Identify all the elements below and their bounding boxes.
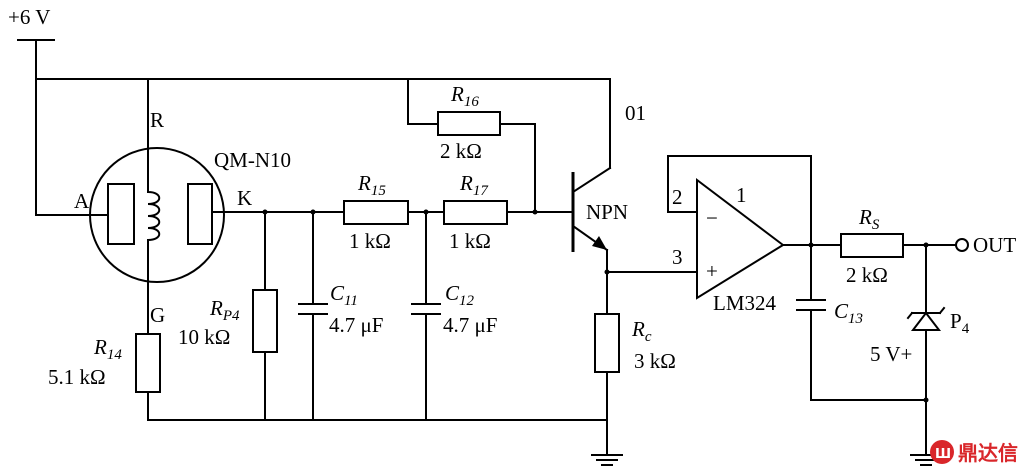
sensor-qm-n10	[89, 147, 225, 283]
watermark-logo-icon	[930, 440, 954, 464]
opamp-plus-sign: +	[706, 259, 718, 283]
node-01-label: 01	[625, 101, 646, 125]
opamp-pin3-label: 3	[672, 245, 683, 269]
capacitor-c11	[298, 303, 328, 315]
r16-value: 2 kΩ	[440, 139, 482, 163]
pin-a-label: A	[74, 189, 90, 213]
rp4-label: RP4	[209, 296, 240, 324]
junction-dots	[262, 209, 929, 403]
r14-label: R14	[93, 335, 122, 363]
c13-label: C13	[834, 299, 863, 327]
opamp-triangle	[696, 177, 785, 300]
rp4-value: 10 kΩ	[178, 325, 230, 349]
sensor-heater-coil	[147, 181, 161, 251]
resistor-r15	[343, 200, 409, 225]
rc-value: 3 kΩ	[634, 349, 676, 373]
resistor-r14	[135, 333, 161, 393]
resistor-r17	[443, 200, 508, 225]
output-label: OUT	[973, 233, 1016, 257]
transistor-type-label: NPN	[586, 200, 628, 224]
opamp-model-label: LM324	[713, 291, 777, 315]
resistor-rp4	[252, 289, 278, 353]
resistor-rs	[840, 233, 904, 258]
opamp-lm324	[696, 177, 785, 300]
capacitor-c13	[796, 299, 826, 311]
sensor-outline	[89, 147, 225, 283]
opamp-minus-sign: −	[706, 206, 718, 230]
c11-label: C11	[330, 281, 358, 309]
collector-lead	[571, 166, 612, 194]
zener-diode-p4	[906, 306, 946, 331]
r17-label: R17	[459, 171, 489, 199]
rs-value: 2 kΩ	[846, 263, 888, 287]
capacitor-c12	[411, 303, 441, 315]
emitter-arrow	[592, 236, 607, 250]
npn-transistor	[571, 172, 607, 252]
c12-value: 4.7 μF	[443, 313, 497, 337]
c12-label: C12	[445, 281, 475, 309]
p4-value: 5 V+	[870, 342, 912, 366]
opamp-pin1-label: 1	[736, 183, 747, 207]
pin-g-label: G	[150, 303, 165, 327]
resistor-rc	[594, 313, 620, 373]
output-terminal	[955, 238, 969, 252]
rs-label: RS	[858, 205, 880, 233]
resistor-r16	[437, 111, 501, 136]
ground-symbol-1	[591, 454, 623, 466]
p4-label: P4	[950, 309, 970, 337]
watermark-text: 鼎达信	[958, 441, 1018, 465]
sensor-plate-left	[107, 183, 135, 245]
r14-value: 5.1 kΩ	[48, 365, 106, 389]
r15-label: R15	[357, 171, 386, 199]
c11-value: 4.7 μF	[329, 313, 383, 337]
sensor-plate-right	[187, 183, 213, 245]
svg-text:Ш: Ш	[935, 447, 951, 462]
r15-value: 1 kΩ	[349, 229, 391, 253]
sensor-model-label: QM-N10	[214, 148, 291, 172]
opamp-pin2-label: 2	[672, 185, 683, 209]
rc-label: Rc	[631, 317, 652, 345]
supply-label: +6 V	[8, 5, 50, 29]
watermark: Ш 鼎达信	[930, 440, 1018, 465]
pin-k-label: K	[237, 186, 252, 210]
r17-value: 1 kΩ	[449, 229, 491, 253]
r16-label: R16	[450, 82, 479, 110]
pin-r-label: R	[150, 108, 164, 132]
